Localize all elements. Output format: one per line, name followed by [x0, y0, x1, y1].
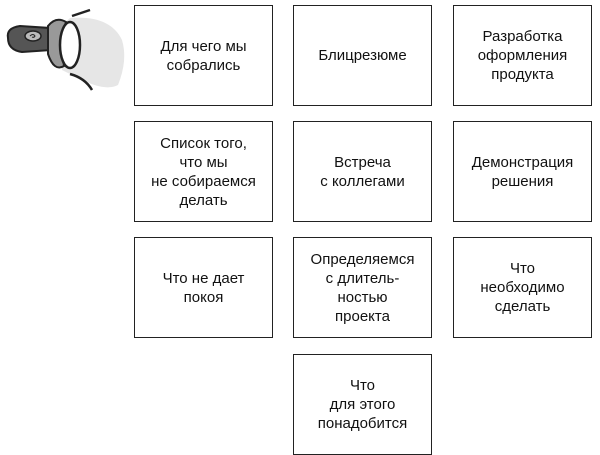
flashlight-icon: [6, 8, 125, 91]
box-solution-demo: Демонстрация решения: [453, 121, 592, 222]
box-blitz-summary: Блицрезюме: [293, 5, 432, 106]
box-colleagues-meeting: Встреча с коллегами: [293, 121, 432, 222]
box-not-doing-list: Список того, что мы не собираемся делать: [134, 121, 273, 222]
box-resources-needed: Что для этого понадобится: [293, 354, 432, 455]
box-concerns: Что не дает покоя: [134, 237, 273, 338]
box-purpose: Для чего мы собрались: [134, 5, 273, 106]
box-project-duration: Определяемся с длитель- ностью проекта: [293, 237, 432, 338]
box-product-design: Разработка оформления продукта: [453, 5, 592, 106]
box-todo: Что необходимо сделать: [453, 237, 592, 338]
